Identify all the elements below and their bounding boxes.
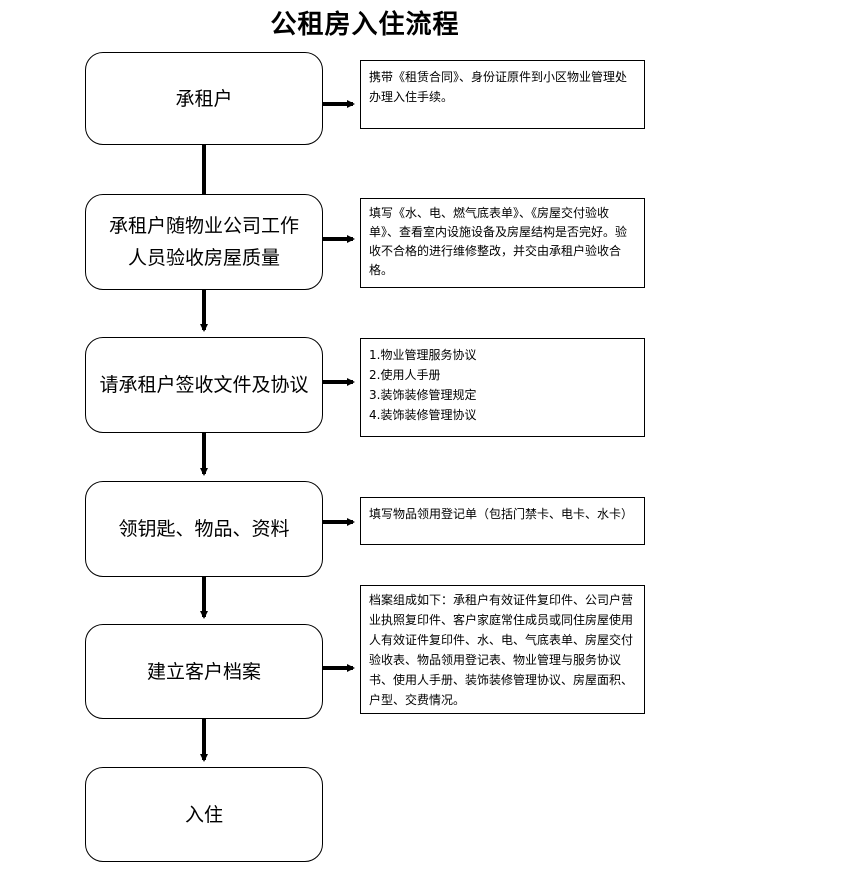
note-text: 携带《租赁合同》、身份证原件到小区物业管理处办理入住手续。 [369,70,628,104]
note-list-item: 4.装饰装修管理协议 [369,408,477,422]
note-items-registration: 填写物品领用登记单（包括门禁卡、电卡、水卡） [360,497,645,545]
note-text: 填写《水、电、燃气底表单》、《房屋交付验收单》、查看室内设施设备及房屋结构是否完… [369,206,628,277]
note-list-item: 2.使用人手册 [369,368,441,382]
step-create-file: 建立客户档案 [85,624,323,719]
note-list-item: 1.物业管理服务协议 [369,348,477,362]
step-tenant: 承租户 [85,52,323,145]
step-label: 承租户随物业公司工作人员验收房屋质量 [108,215,299,269]
step-label: 入住 [184,803,223,826]
step-label: 请承租户签收文件及协议 [99,374,309,396]
step-label: 领钥匙、物品、资料 [118,518,290,540]
note-text: 档案组成如下：承租户有效证件复印件、公司户营业执照复印件、客户家庭常住成员或同住… [369,593,634,707]
note-checkin: 携带《租赁合同》、身份证原件到小区物业管理处办理入住手续。 [360,60,645,129]
step-inspect-house: 承租户随物业公司工作人员验收房屋质量 [85,194,323,290]
step-move-in: 入住 [85,767,323,862]
step-label: 建立客户档案 [146,660,261,683]
step-label: 承租户 [175,87,233,110]
page-title: 公租房入住流程 [270,10,460,40]
note-documents: 1.物业管理服务协议 2.使用人手册 3.装饰装修管理规定 4.装饰装修管理协议 [360,338,645,437]
step-sign-documents: 请承租户签收文件及协议 [85,337,323,433]
note-file-contents: 档案组成如下：承租户有效证件复印件、公司户营业执照复印件、客户家庭常住成员或同住… [360,585,645,714]
step-collect-keys: 领钥匙、物品、资料 [85,481,323,577]
note-list-item: 3.装饰装修管理规定 [369,388,477,402]
note-text: 填写物品领用登记单（包括门禁卡、电卡、水卡） [369,507,634,521]
note-inspection: 填写《水、电、燃气底表单》、《房屋交付验收单》、查看室内设施设备及房屋结构是否完… [360,198,645,288]
